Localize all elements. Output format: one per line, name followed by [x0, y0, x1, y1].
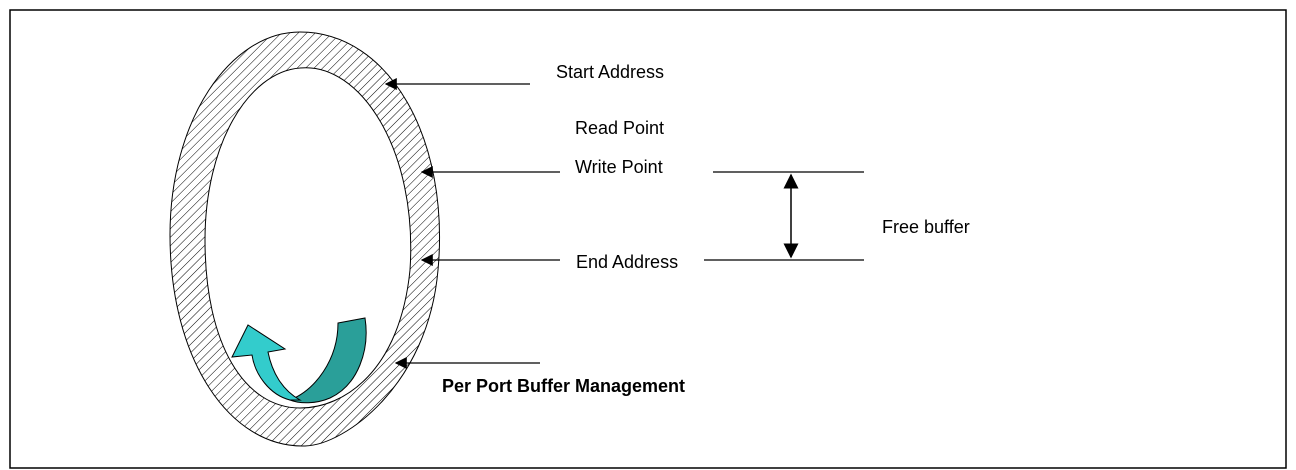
- ring-buffer-icon: [169, 31, 440, 447]
- end-address-label: End Address: [576, 252, 678, 272]
- read-point-label: Read Point: [575, 118, 664, 138]
- curved-arrow-icon: [231, 317, 367, 404]
- per-port-buffer-management-label: Per Port Buffer Management: [442, 376, 685, 396]
- start-address-label: Start Address: [556, 62, 664, 82]
- diagram-frame: [9, 9, 1287, 469]
- free-buffer-label: Free buffer: [882, 217, 970, 237]
- write-point-label: Write Point: [575, 157, 663, 177]
